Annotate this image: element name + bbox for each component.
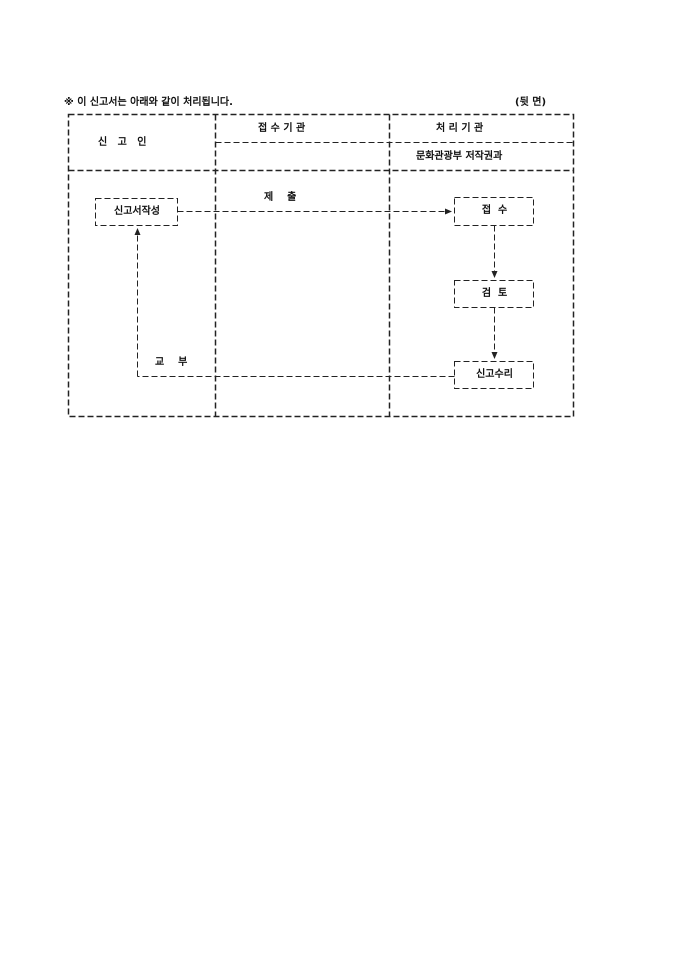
label-submit: 제 출 — [264, 192, 297, 203]
receive-review-arrowhead — [491, 271, 498, 278]
step-accept-label: 신고수리 — [476, 369, 513, 380]
header-applicant: 신 고 인 — [98, 137, 147, 148]
box-accept — [454, 361, 534, 389]
step-review-label: 검 토 — [481, 288, 508, 299]
submit-arrowhead — [445, 208, 452, 215]
processing-note: ※ 이 신고서는 아래와 같이 처리됩니다. — [64, 97, 233, 108]
step-write-label: 신고서작성 — [114, 206, 160, 217]
header-processing-dept: 문화관광부 저작권과 — [416, 151, 503, 162]
review-accept-arrowhead — [491, 352, 498, 359]
return-arrowhead — [134, 228, 141, 235]
page-side-label: (뒷 면) — [515, 97, 547, 108]
outer-frame — [67, 113, 575, 418]
step-receive-label: 접 수 — [481, 205, 508, 216]
label-deliver: 교 부 — [155, 357, 188, 368]
header-receiving-agency: 접 수 기 관 — [258, 123, 306, 134]
header-processing-agency: 처 리 기 관 — [436, 123, 484, 134]
